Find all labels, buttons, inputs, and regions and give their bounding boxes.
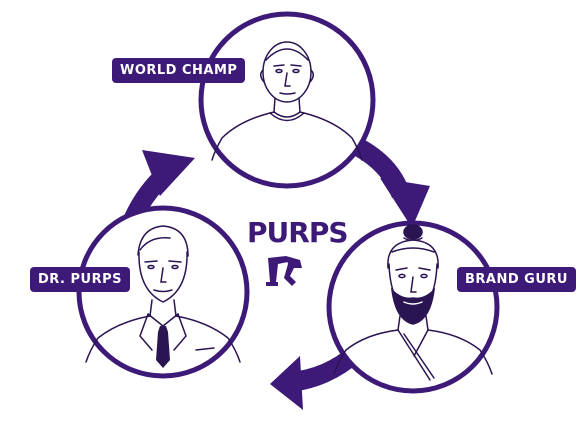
brand-guru-portrait [333,224,493,381]
arrow-right-icon [355,140,430,228]
world-champ-label: WORLD CHAMP [112,58,246,83]
brand-guru-label: BRAND GURU [457,267,576,292]
world-champ-node [198,11,376,189]
dr-purps-label: DR. PURPS [30,267,130,292]
running-legs-icon [266,256,302,286]
dr-purps-portrait [85,225,241,363]
purps-logo-text: PURPS [247,216,349,249]
world-champ-portrait [211,41,363,161]
tie-icon [156,326,170,368]
brand-guru-node [326,220,500,394]
dr-purps-node [76,205,250,379]
